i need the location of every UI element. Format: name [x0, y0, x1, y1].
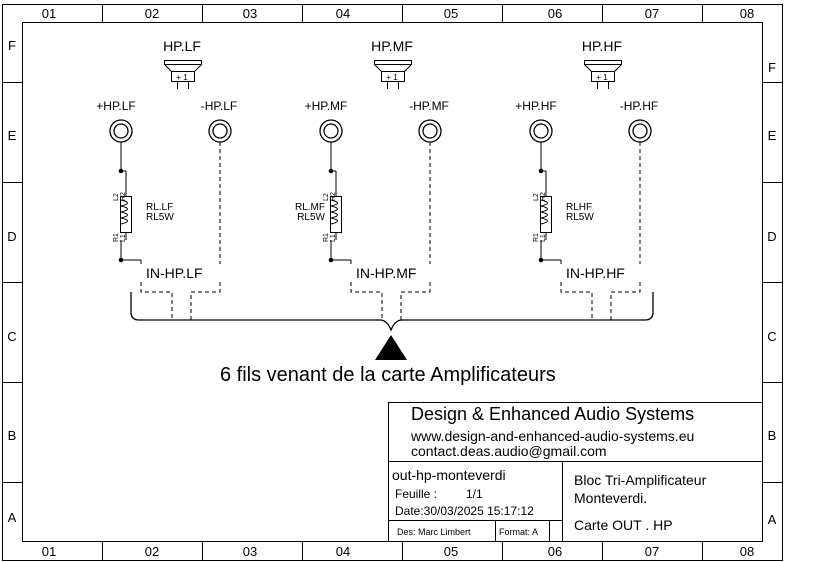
column-label-bottom: 07 [645, 544, 659, 559]
relay-contact-icon [328, 142, 352, 264]
row-label-right: F [768, 60, 776, 75]
row-label-right: A [768, 512, 777, 527]
board-name: Carte OUT . HP [574, 517, 673, 533]
column-label-bottom: 02 [145, 544, 159, 559]
terminal-connector-icon [208, 119, 232, 143]
row-label-right: D [767, 229, 776, 244]
relay-pin-label: L1 [540, 234, 547, 242]
svg-text:+ 1: + 1 [596, 73, 608, 82]
relay-pin-label: L2 [323, 193, 330, 201]
row-label-right: C [767, 329, 776, 344]
column-label-top: 05 [444, 6, 458, 21]
project-title-line1: Bloc Tri-Amplificateur [574, 472, 707, 488]
row-label-right: E [768, 128, 777, 143]
plus-terminal-label: +HP.HF [515, 99, 556, 113]
speaker-label: HP.HF [582, 38, 622, 54]
relay-pin-label: R1 [323, 233, 330, 242]
input-label: IN-HP.MF [356, 265, 416, 281]
relay-pin-label: R2 [540, 192, 547, 201]
designer: Des: Marc Limbert [397, 527, 471, 537]
row-label-left: F [8, 38, 16, 53]
column-label-bottom: 06 [548, 544, 562, 559]
project-title-line2: Monteverdi. [574, 490, 647, 506]
column-label-top: 08 [740, 6, 754, 21]
sheet-number: 1/1 [466, 487, 483, 501]
column-label-top: 03 [243, 6, 257, 21]
column-label-top: 04 [336, 6, 350, 21]
minus-terminal-label: -HP.HF [620, 99, 658, 113]
column-label-bottom: 04 [336, 544, 350, 559]
terminal-connector-icon [418, 119, 442, 143]
column-label-bottom: 01 [42, 544, 56, 559]
relay-type: RL5W [146, 212, 174, 223]
column-label-top: 01 [42, 6, 56, 21]
sheet-label: Feuille : [395, 487, 437, 501]
company-website: www.design-and-enhanced-audio-systems.eu [410, 428, 694, 444]
column-label-bottom: 03 [243, 544, 257, 559]
relay-contact-icon [118, 142, 142, 264]
row-label-left: A [8, 510, 17, 525]
relay-pin-label: L1 [120, 234, 127, 242]
channel-mf: HP.MF + 1 +HP.MF -HP.MF [295, 38, 449, 281]
column-label-top: 06 [548, 6, 562, 21]
row-label-right: B [768, 428, 777, 443]
plus-terminal-label: +HP.LF [96, 99, 135, 113]
speaker-icon: + 1 [374, 60, 412, 89]
row-label-left: B [8, 428, 17, 443]
input-label: IN-HP.HF [566, 265, 625, 281]
minus-terminal-label: -HP.MF [409, 99, 449, 113]
relay-type: RL5W [566, 212, 594, 223]
channel-hf: HP.HF + 1 +HP.HF -HP.HF [515, 38, 658, 281]
relay-pin-label: R1 [533, 233, 540, 242]
column-label-bottom: 05 [444, 544, 458, 559]
company-email: contact.deas.audio@gmail.com [411, 443, 607, 459]
minus-terminal-label: -HP.LF [201, 99, 237, 113]
title-block [388, 402, 763, 542]
column-label-bottom: 08 [740, 544, 754, 559]
plus-terminal-label: +HP.MF [305, 99, 348, 113]
input-label: IN-HP.LF [146, 265, 203, 281]
row-dividers [2, 82, 782, 483]
terminal-connector-icon [319, 119, 343, 143]
speaker-icon: + 1 [584, 60, 622, 89]
row-label-left: D [7, 229, 16, 244]
relay-name: RLHF [566, 202, 592, 213]
row-label-left: C [7, 329, 16, 344]
relay-pin-label: L1 [330, 234, 337, 242]
speaker-icon: + 1 [164, 60, 202, 89]
speaker-label: HP.MF [371, 38, 413, 54]
company-name: Design & Enhanced Audio Systems [411, 404, 694, 424]
file-name: out-hp-monteverdi [392, 467, 506, 483]
relay-contact-icon [538, 142, 562, 264]
channel-lf: HP.LF + 1 +HP.LF -HP.LF [96, 38, 237, 281]
bus-label: 6 fils venant de la carte Amplificateurs [220, 364, 556, 386]
svg-text:+ 1: + 1 [176, 73, 188, 82]
row-label-left: E [8, 128, 17, 143]
column-dividers [102, 4, 703, 560]
relay-type: RL5W [297, 212, 325, 223]
relay-name: RL.MF [295, 202, 325, 213]
relay-pin-label: L2 [113, 193, 120, 201]
bus-arrow-icon [375, 335, 407, 360]
svg-text:+ 1: + 1 [386, 73, 398, 82]
relay-pin-label: R1 [113, 233, 120, 242]
column-label-top: 02 [145, 6, 159, 21]
speaker-label: HP.LF [163, 38, 201, 54]
terminal-connector-icon [628, 119, 652, 143]
column-label-top: 07 [645, 6, 659, 21]
format: Format: A [499, 527, 538, 537]
terminal-connector-icon [529, 119, 553, 143]
relay-pin-label: L2 [533, 193, 540, 201]
relay-pin-label: R2 [330, 192, 337, 201]
relay-name: RL.LF [146, 202, 173, 213]
wire-bus-brace [130, 292, 654, 332]
harness-wires [140, 282, 641, 320]
relay-pin-label: R2 [120, 192, 127, 201]
date-stamp: Date:30/03/2025 15:17:12 [395, 504, 534, 518]
terminal-connector-icon [109, 119, 133, 143]
